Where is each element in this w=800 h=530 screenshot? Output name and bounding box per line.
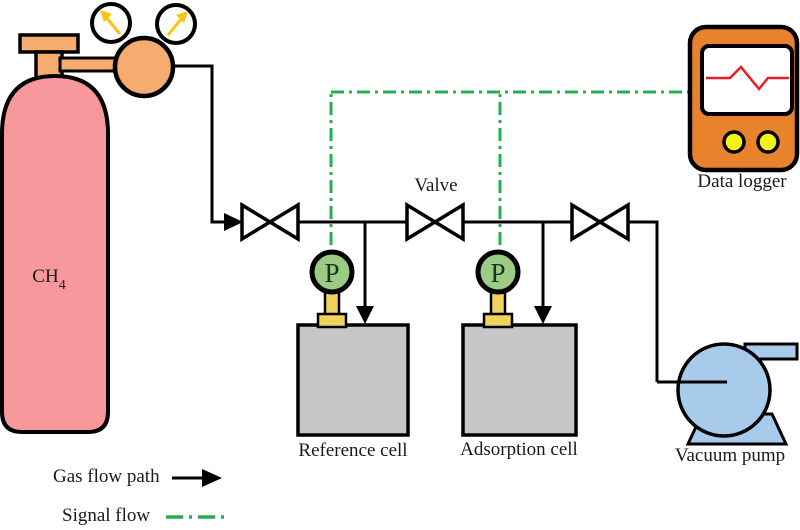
data-logger-label: Data logger (697, 171, 787, 192)
data-logger-button-1 (722, 130, 746, 154)
adsorption-cell-label: Adsorption cell (460, 439, 578, 460)
cylinder-regulator-connector (58, 56, 124, 73)
data-logger-signal-trace (706, 65, 789, 91)
valve-2 (405, 201, 465, 243)
legend-signal-flow-label: Signal flow (62, 505, 151, 526)
gauge2-base (482, 312, 514, 329)
data-logger-screen (700, 44, 794, 116)
regulator-body (112, 35, 176, 99)
cylinder-cap-handle (18, 33, 80, 54)
cylinder-formula: CH (32, 266, 59, 287)
regulator-needle-left (104, 16, 122, 35)
cylinder-formula-subscript: 4 (58, 277, 66, 293)
pipe-regulator-to-valve1 (170, 64, 230, 224)
vacuum-pump-label: Vacuum pump (674, 445, 786, 466)
gas-flow-arrowhead-valve1 (224, 213, 243, 231)
gas-flow-arrowhead-reference-cell (356, 306, 374, 324)
valve-label: Valve (414, 175, 458, 196)
gauge1-base (316, 312, 348, 329)
pressure-gauge-2-label: P (490, 258, 505, 288)
reference-cell (296, 323, 410, 437)
data-logger-button-2 (756, 130, 780, 154)
valve-1 (240, 201, 300, 243)
regulator-needle-right (166, 17, 184, 36)
regulator-needle-left-tip (100, 10, 112, 22)
legend-gas-flow-label: Gas flow path (53, 466, 160, 487)
main-gas-pipe (243, 220, 659, 382)
vacuum-pump-housing (676, 342, 772, 438)
gas-cylinder-body (0, 73, 110, 434)
pressure-gauge-2 (475, 249, 521, 295)
reference-cell-label: Reference cell (298, 440, 408, 461)
pressure-gauge-1-label: P (324, 258, 339, 288)
gas-flow-arrowhead-adsorption-cell (534, 306, 552, 324)
adsorption-cell (461, 323, 578, 437)
valve-3 (570, 201, 630, 243)
cylinder-label: CH4 (18, 266, 80, 293)
pressure-gauge-1 (309, 249, 355, 295)
regulator-needle-right-tip (176, 11, 188, 23)
legend-gas-flow-arrowhead (202, 469, 222, 487)
